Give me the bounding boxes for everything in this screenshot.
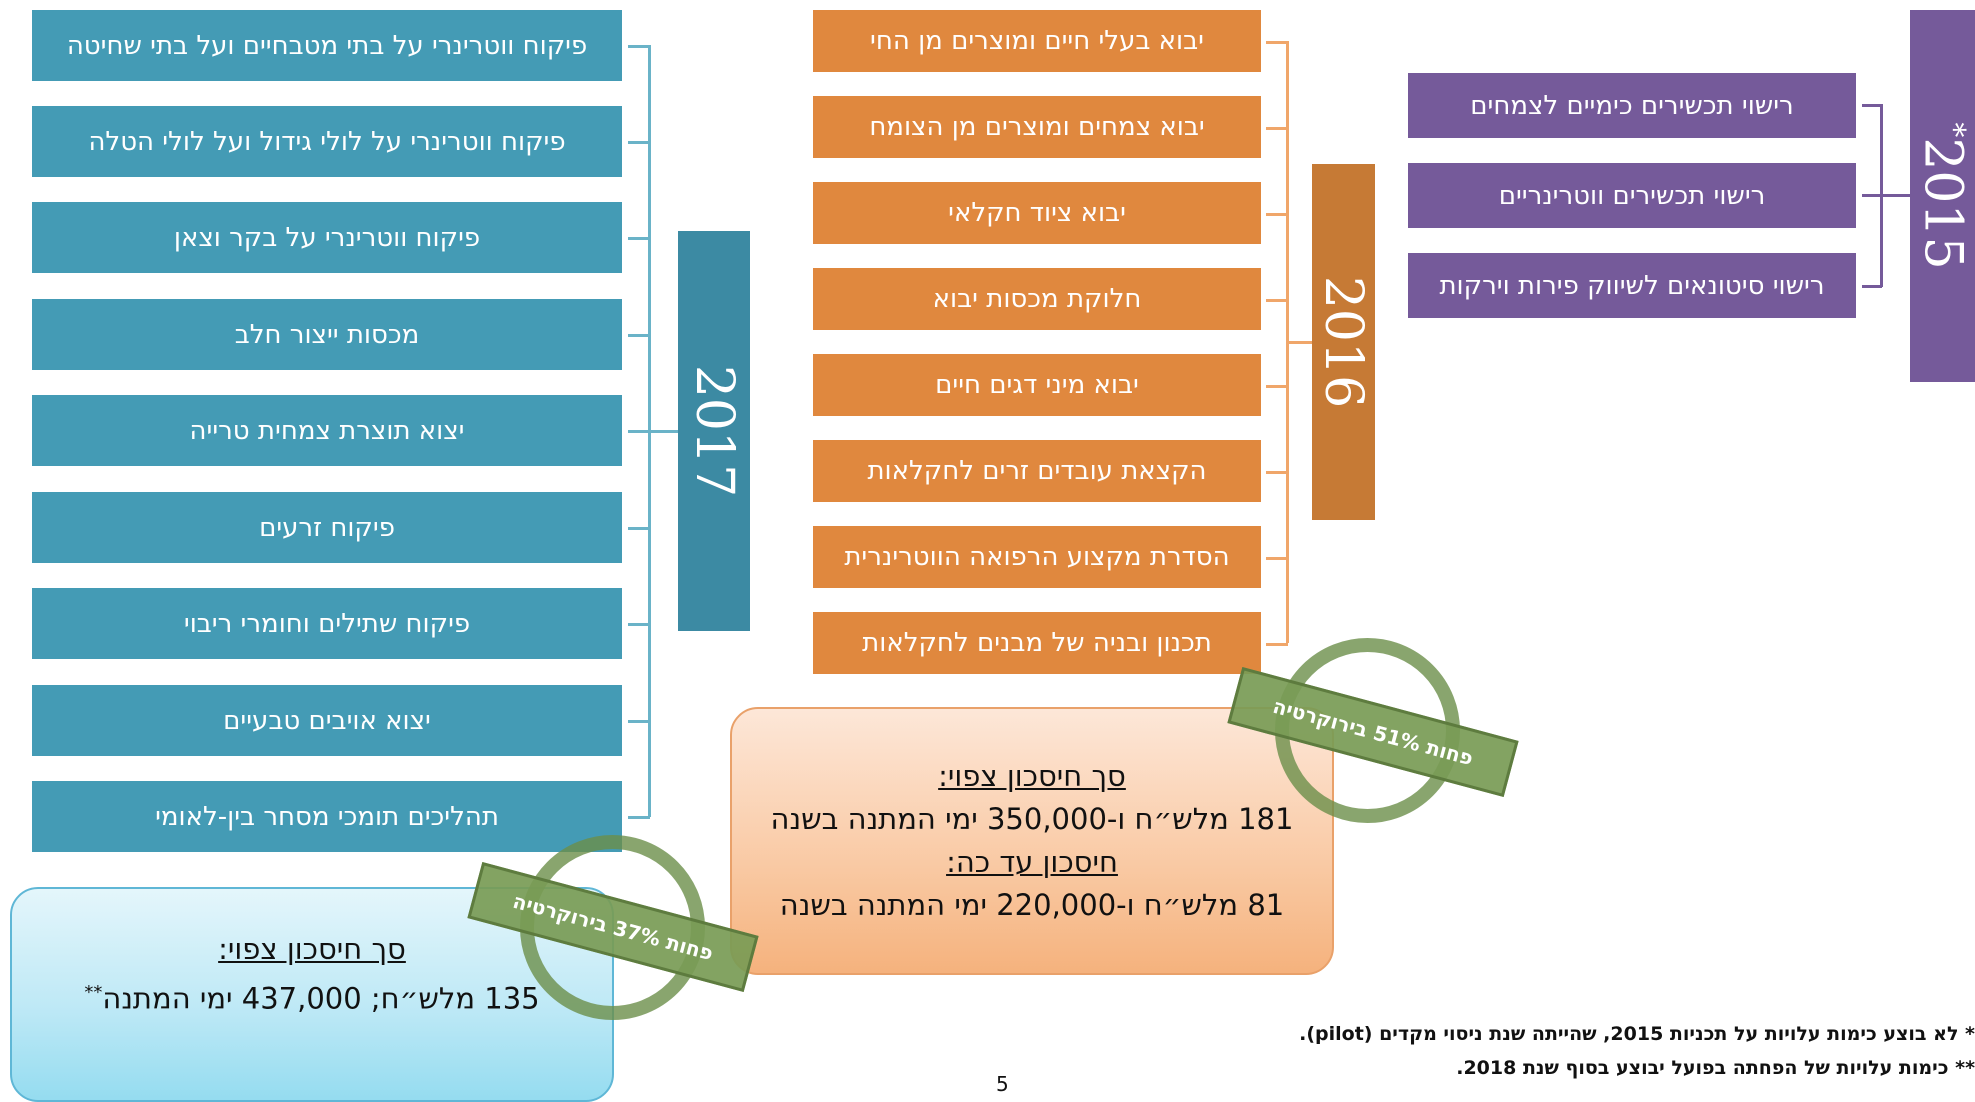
bracket-2017-ticks [628, 720, 650, 723]
year-2017-label: 2017 [678, 231, 750, 631]
bracket-2017-join [650, 430, 678, 433]
item-2016-animal-import: יבוא בעלי חיים ומוצרים מן החי [813, 10, 1261, 72]
bracket-2017-ticks [628, 141, 650, 144]
savings-2016-expected-value: 181 מלש״ח ו-350,000 ימי המתנה בשנה [770, 802, 1294, 836]
savings-2016-sofar-value: 81 מלש״ח ו-220,000 ימי המתנה בשנה [779, 888, 1285, 922]
item-2016-farm-buildings: תכנון ובניה של מבנים לחקלאות [813, 612, 1261, 674]
stamp-2017: פחות 37% בירוקרטיה [467, 830, 770, 1050]
bracket-2016-ticks [1266, 643, 1288, 646]
bracket-2016-ticks [1266, 385, 1288, 388]
bracket-2017-ticks [628, 527, 650, 530]
savings-2017-expected-value: 135 מלש״ח; 437,000 ימי המתנה** [12, 971, 612, 1021]
item-2016-import-quotas: חלוקת מכסות יבוא [813, 268, 1261, 330]
bracket-2015-tick [1862, 194, 1910, 197]
item-2017-milk-quotas: מכסות ייצור חלב [32, 299, 622, 370]
savings-2017-value-text: 135 מלש״ח; 437,000 ימי המתנה [102, 981, 540, 1016]
bracket-2017-ticks [628, 237, 650, 240]
item-2017-cattle-inspection: פיקוח ווטרינרי על בקר וצאן [32, 202, 622, 273]
year-2017-text: 2017 [684, 364, 744, 498]
item-2015-wholesaler-licensing: רישוי סיטונאים לשיווק פירות וירקות [1408, 253, 1856, 318]
item-2017-poultry-inspection: פיקוח ווטרינרי על לולי גידול ועל לולי הט… [32, 106, 622, 177]
item-2017-seed-inspection: פיקוח זרעים [32, 492, 622, 563]
footnote-2: ** כימות עלויות של הפחתה בפועל יבוצע בסו… [1456, 1057, 1975, 1079]
item-2017-slaughterhouse-inspection: פיקוח ווטרינרי על בתי מטבחיים ועל בתי שח… [32, 10, 622, 81]
bracket-2017-ticks [628, 334, 650, 337]
bracket-2017-ticks [628, 623, 650, 626]
bracket-2016-ticks [1266, 471, 1288, 474]
bracket-2017-ticks [628, 430, 650, 433]
item-2017-seedling-inspection: פיקוח שתילים וחומרי ריבוי [32, 588, 622, 659]
footnote-star: * [1935, 122, 1971, 138]
item-2016-veterinary-profession: הסדרת מקצוע הרפואה הווטרינרית [813, 526, 1261, 588]
item-2015-veterinary-licensing: רישוי תכשירים ווטרינריים [1408, 163, 1856, 228]
bracket-2016-ticks [1266, 213, 1288, 216]
stamp-2016: פחות 51% בירוקרטיה [1227, 628, 1530, 848]
bracket-2016-ticks [1266, 127, 1288, 130]
bracket-2016 [1286, 41, 1289, 643]
year-2016-label: 2016 [1312, 164, 1375, 520]
savings-2016-box: סך חיסכון צפוי: 181 מלש״ח ו-350,000 ימי … [730, 707, 1334, 975]
bracket-2017-ticks [628, 816, 650, 819]
savings-2016-expected-heading: סך חיסכון צפוי: [938, 759, 1126, 793]
item-2016-live-fish-import: יבוא מיני דגים חיים [813, 354, 1261, 416]
year-2016-text: 2016 [1313, 275, 1374, 409]
item-2017-trade-processes: תהליכים תומכי מסחר בין-לאומי [32, 781, 622, 852]
bracket-2016-ticks [1266, 41, 1288, 44]
footnote-double-star: ** [84, 982, 103, 1004]
footnote-1: * לא בוצע כימות עלויות על תכניות 2015, ש… [1299, 1023, 1975, 1045]
bracket-2016-join [1288, 341, 1312, 344]
bracket-2016-ticks [1266, 557, 1288, 560]
bracket-2016-ticks [1266, 299, 1288, 302]
year-2015-label: *2015 [1910, 10, 1975, 382]
page-number: 5 [996, 1072, 1009, 1096]
item-2017-natural-enemies-export: יצוא אויבים טבעיים [32, 685, 622, 756]
item-2016-foreign-workers: הקצאת עובדים זרים לחקלאות [813, 440, 1261, 502]
bracket-2017-ticks [628, 45, 650, 48]
item-2016-plant-import: יבוא צמחים ומוצרים מן הצומח [813, 96, 1261, 158]
item-2017-fresh-produce-export: יצוא תוצרת צמחית טרייה [32, 395, 622, 466]
item-2015-chemical-licensing: רישוי תכשירים כימיים לצמחים [1408, 73, 1856, 138]
bracket-2015-tick [1862, 285, 1882, 288]
year-2015-text: 2015 [1912, 137, 1973, 270]
item-2016-equipment-import: יבוא ציוד חקלאי [813, 182, 1261, 244]
savings-2017-expected-heading: סך חיסכון צפוי: [218, 932, 406, 967]
bracket-2015-tick [1862, 104, 1882, 107]
savings-2016-sofar-heading: חיסכון עד כה: [946, 845, 1118, 879]
